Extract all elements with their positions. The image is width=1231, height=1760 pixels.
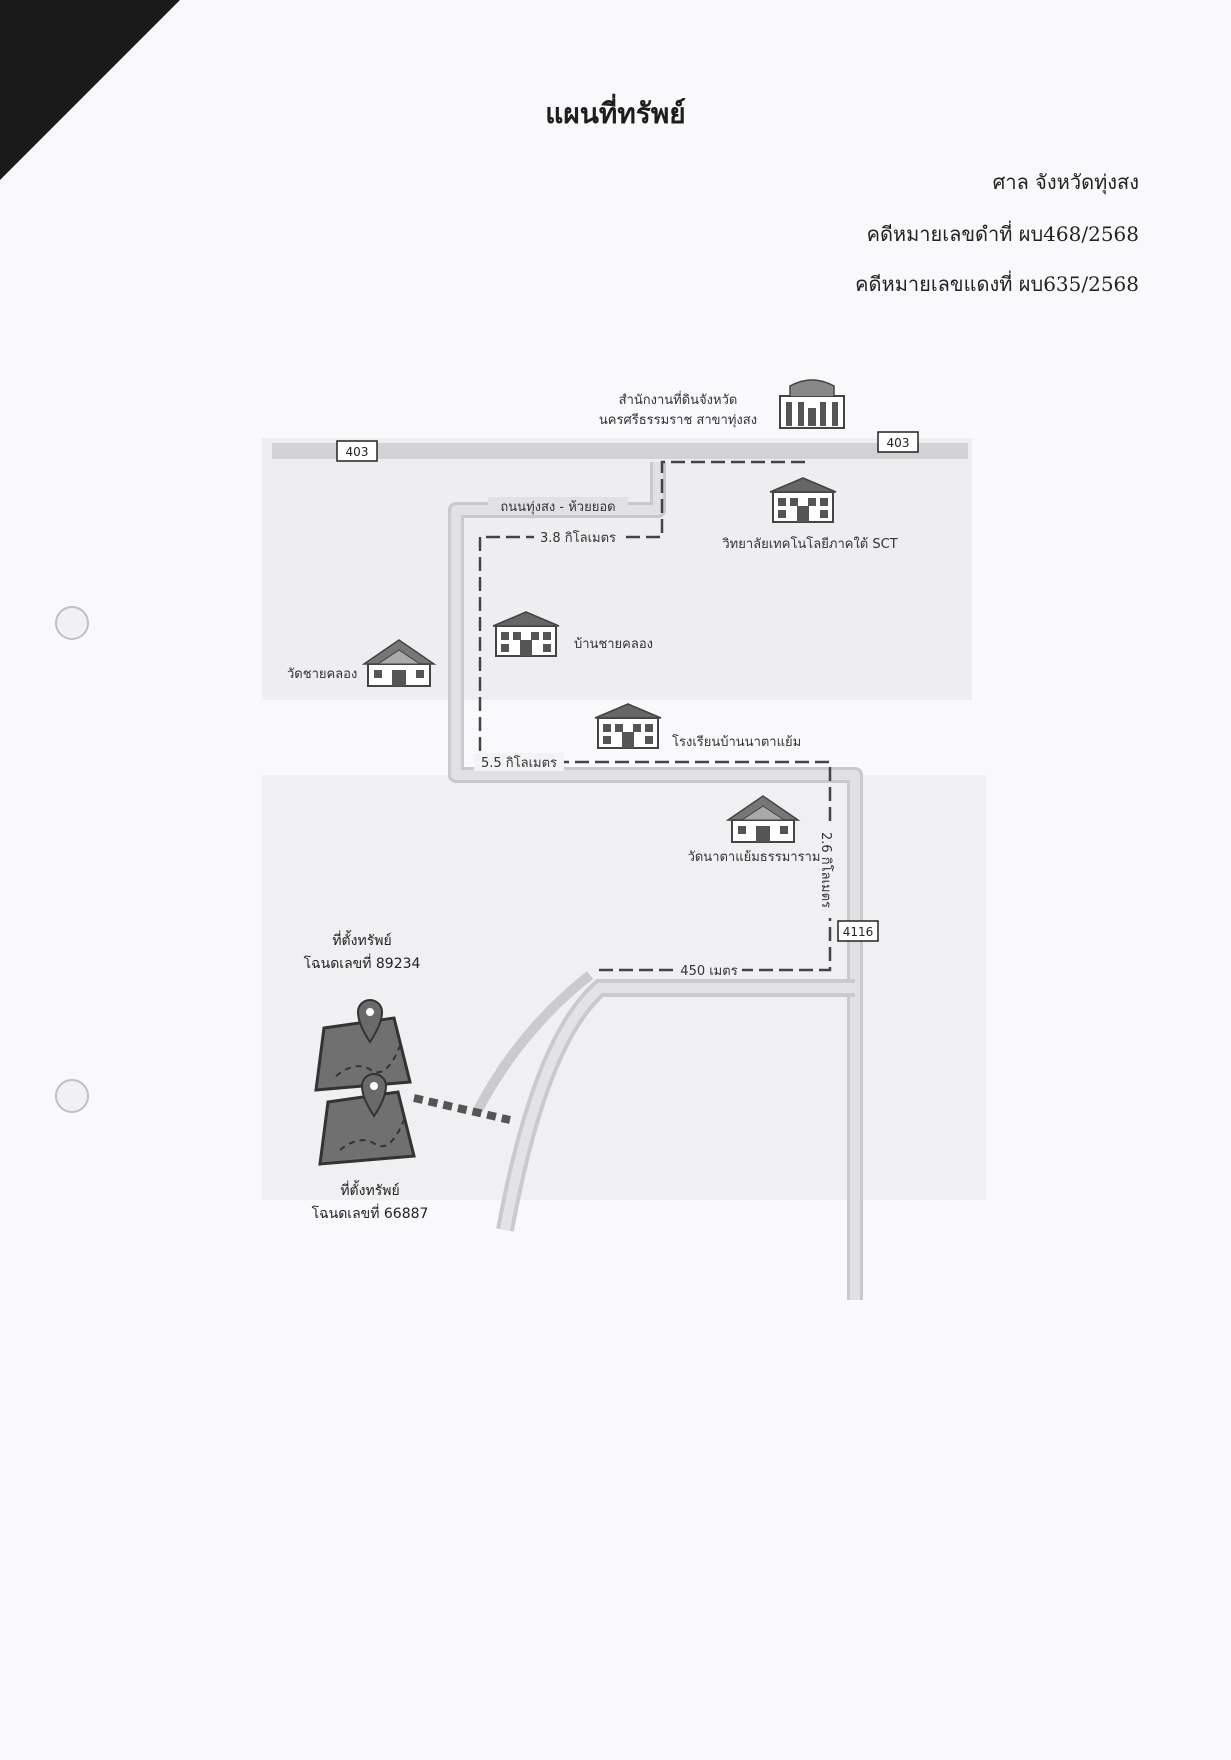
road-sign-403-left: 403: [336, 440, 378, 462]
punch-hole-bottom: [55, 1079, 89, 1113]
plot-link: [413, 1094, 511, 1124]
svg-text:4116: 4116: [843, 925, 874, 939]
plot1-label-line1: ที่ตั้งทรัพย์: [332, 930, 391, 949]
highway-403: [272, 443, 968, 459]
distance-label-4: 450 เมตร: [680, 964, 737, 979]
court-name: ศาล จังหวัดทุ่งสง: [992, 170, 1139, 194]
red-case-number: คดีหมายเลขแดงที่ ผบ635/2568: [855, 272, 1139, 296]
road-sign-4116: 4116: [837, 920, 879, 942]
route-line: [478, 460, 832, 972]
wat-chai-khlong-label: วัดชายคลอง: [287, 667, 357, 682]
plot2-label-line1: ที่ตั้งทรัพย์: [340, 1180, 399, 1199]
distance-label-2: 5.5 กิโลเมตร: [481, 755, 557, 771]
black-case-number: คดีหมายเลขดำที่ ผบ468/2568: [866, 222, 1139, 246]
school-na-ta-yaem-label: โรงเรียนบ้านนาตาแย้ม: [672, 734, 801, 750]
folded-corner: [0, 0, 180, 180]
page-title: แผนที่ทรัพย์: [545, 97, 686, 130]
plot1-label-line2: โฉนดเลขที่ 89234: [304, 954, 421, 972]
punch-hole-top: [55, 606, 89, 640]
svg-text:403: 403: [346, 445, 369, 459]
college-label: วิทยาลัยเทคโนโลยีภาคใต้ SCT: [722, 536, 898, 552]
road-name-label: ถนนทุ่งสง - ห้วยยอด: [500, 500, 615, 515]
wat-na-ta-yaem-label: วัดนาตาแย้มธรรมาราม: [688, 850, 821, 865]
plot2-label-line2: โฉนดเลขที่ 66887: [312, 1204, 429, 1222]
access-lane: [473, 971, 594, 1113]
school-na-ta-yaem-icon: [594, 703, 662, 749]
road-sign-403-right: 403: [877, 431, 919, 453]
distance-label-3: 2.6 กิโลเมตร: [818, 832, 834, 908]
land-office-label-line1: สำนักงานที่ดินจังหวัด: [619, 391, 738, 408]
ban-chai-khlong-label: บ้านชายคลอง: [574, 637, 653, 652]
land-office-icon: [779, 379, 845, 429]
land-office-label-line2: นครศรีธรรมราช สาขาทุ่งสง: [599, 412, 757, 428]
distance-label-1: 3.8 กิโลเมตร: [540, 530, 616, 546]
svg-text:403: 403: [887, 436, 910, 450]
